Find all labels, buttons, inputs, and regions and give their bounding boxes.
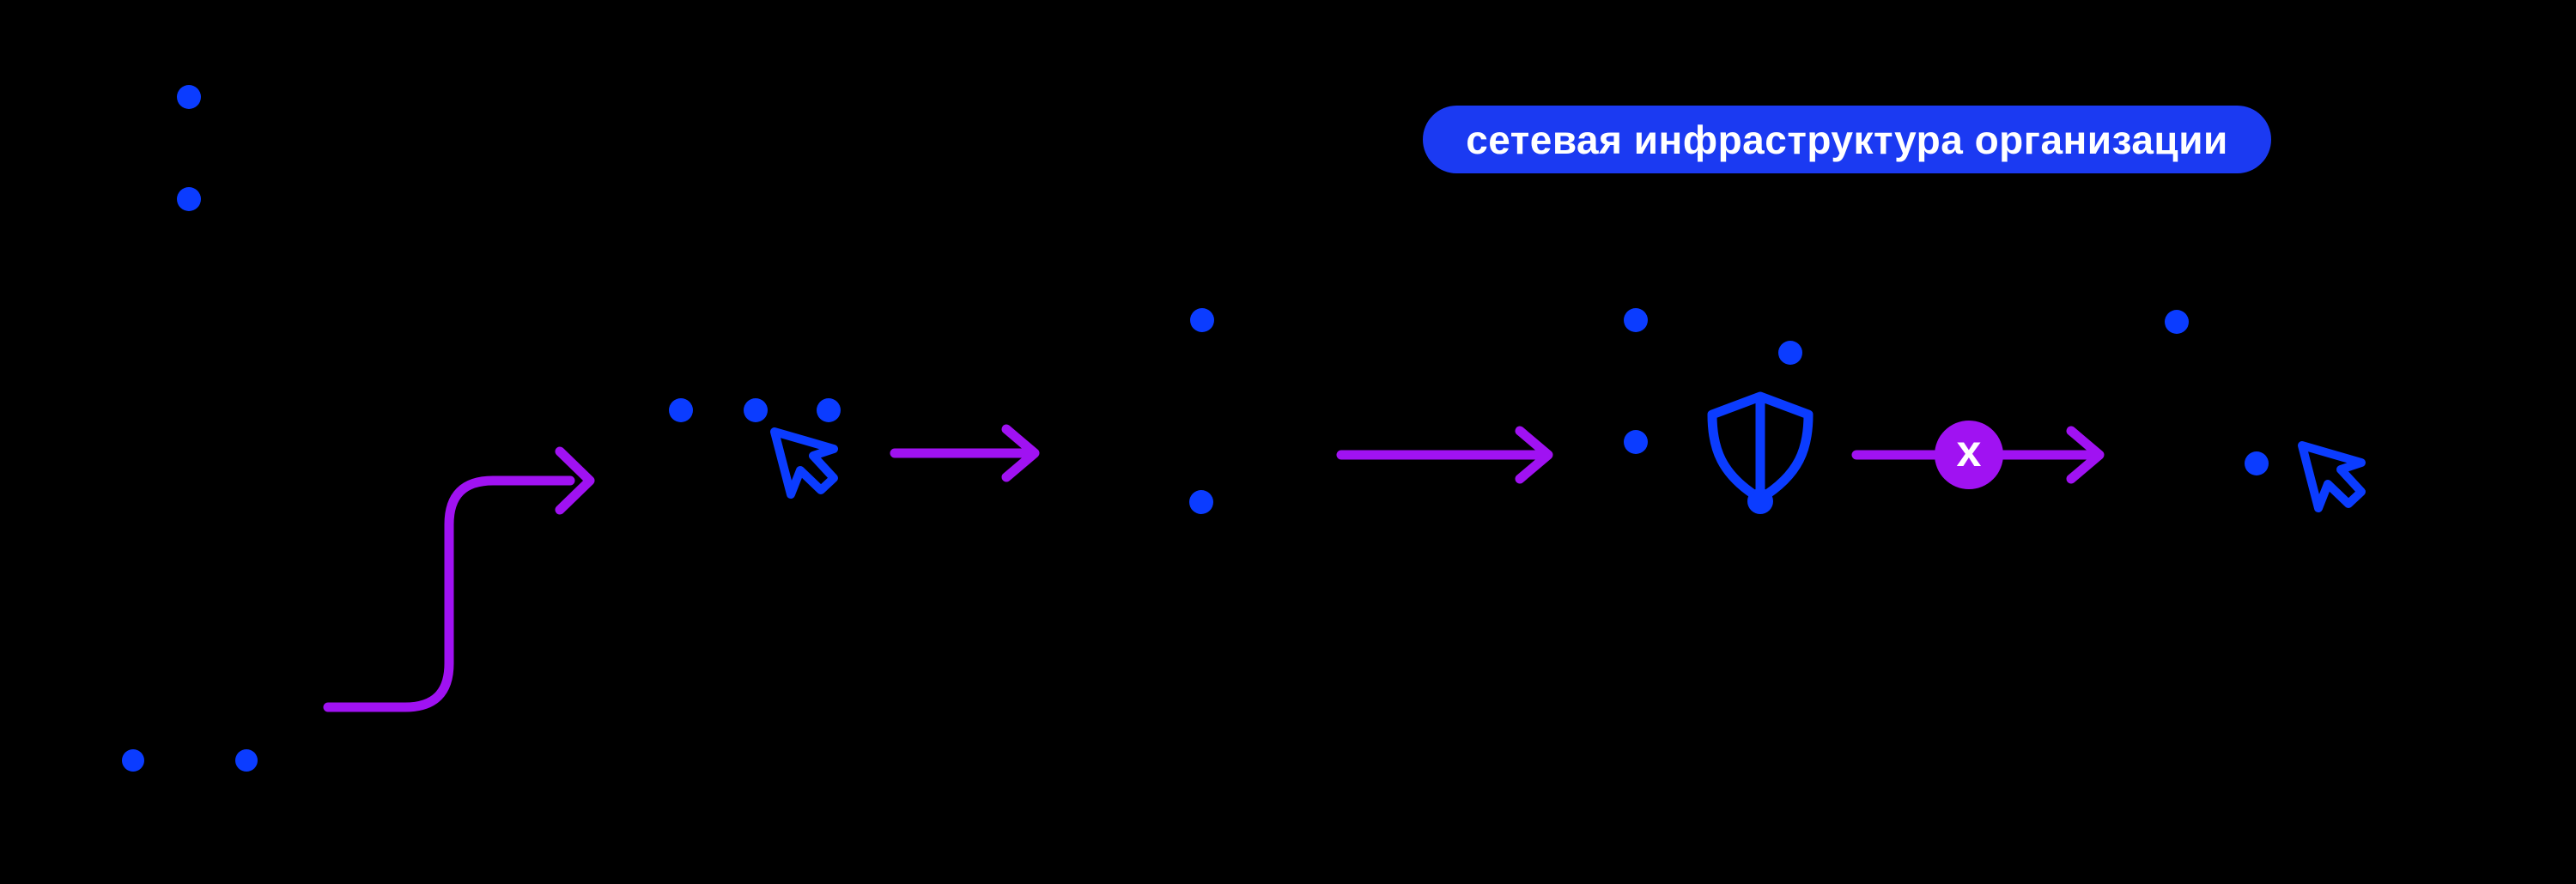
- curved-flow-arrow-line: [323, 475, 575, 712]
- security-node-group: [1624, 308, 1814, 514]
- node-dot: [1624, 430, 1648, 454]
- flow-arrow-1-head: [1001, 424, 1040, 482]
- node-dot: [122, 749, 144, 772]
- node-dot: [669, 398, 693, 422]
- node-dot: [817, 398, 841, 422]
- node-dot: [177, 85, 201, 109]
- curved-flow-arrow-head: [555, 446, 595, 515]
- flow-arrow-2-head: [1515, 426, 1553, 484]
- blocked-x-label: x: [1956, 427, 1982, 476]
- node-dot: [1190, 308, 1214, 332]
- blocked-x-marker: x: [1935, 421, 2003, 489]
- node-dot: [2165, 310, 2189, 334]
- network-node-group: [1189, 308, 1214, 514]
- device-node-group-top-left: [177, 85, 201, 211]
- node-dot: [177, 187, 201, 211]
- user-node-group: [669, 398, 841, 494]
- curved-flow-arrow: [323, 446, 595, 712]
- cursor-icon: [775, 432, 834, 494]
- node-dot: [1189, 490, 1213, 514]
- device-node-group-bottom-left: [122, 749, 258, 772]
- target-node-group: [2165, 310, 2361, 508]
- badge-label: сетевая инфраструктура организации: [1466, 117, 2228, 162]
- node-dot: [2245, 451, 2269, 475]
- network-infrastructure-badge: сетевая инфраструктура организации: [1423, 106, 2271, 173]
- node-dot: [1778, 341, 1802, 365]
- shield-icon: [1707, 391, 1814, 514]
- cursor-icon: [2302, 445, 2361, 508]
- node-dot: [235, 749, 258, 772]
- flow-arrow-2: [1336, 426, 1553, 484]
- flow-arrow-1: [890, 424, 1040, 482]
- flow-arrow-3-head: [2066, 426, 2105, 484]
- node-dot: [744, 398, 768, 422]
- shield-tip-dot: [1747, 488, 1773, 514]
- node-dot: [1624, 308, 1648, 332]
